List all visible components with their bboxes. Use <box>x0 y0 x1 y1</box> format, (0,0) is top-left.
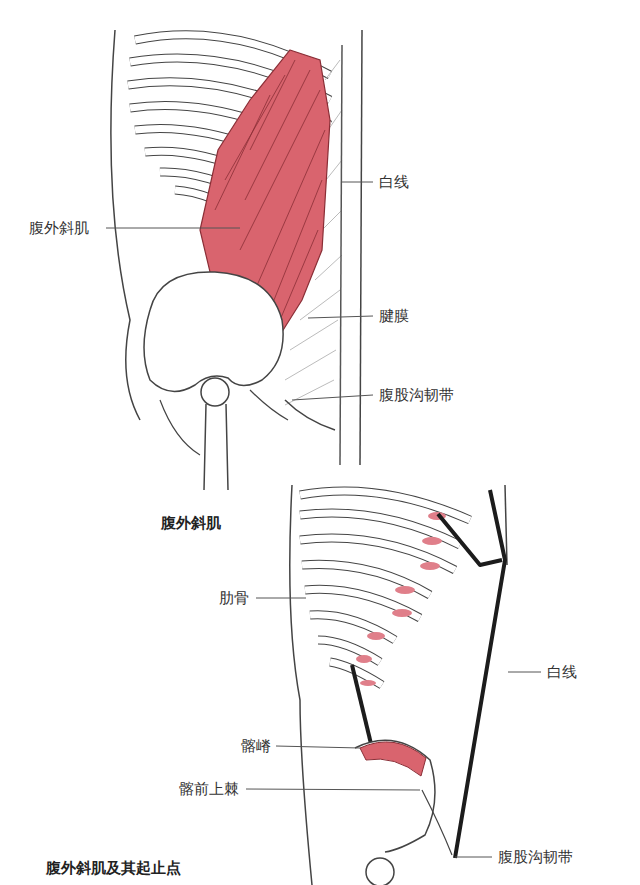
part-label: 白线 <box>546 663 578 681</box>
insertion-line <box>352 490 505 858</box>
part-label: 腱膜 <box>378 307 410 325</box>
origin-mark <box>356 512 446 686</box>
inguinal-ligament <box>422 790 452 855</box>
body-outline <box>111 30 140 420</box>
part-label: 腹外斜肌 <box>28 219 90 237</box>
figure-caption: 腹外斜肌 <box>160 514 222 532</box>
pelvis <box>355 740 435 852</box>
linea-alba <box>340 45 342 465</box>
part-label: 髂嵴 <box>240 737 272 755</box>
body-outline <box>290 485 312 885</box>
leader-line <box>246 598 541 857</box>
part-label: 白线 <box>378 173 410 191</box>
part-label: 腹股沟韧带 <box>378 386 455 404</box>
inguinal-ligament <box>285 400 335 430</box>
part-label: 腹股沟韧带 <box>497 848 574 866</box>
body-outline <box>360 30 362 465</box>
femur-head <box>366 858 394 885</box>
part-label: 肋骨 <box>218 589 250 607</box>
leader-line <box>106 182 373 400</box>
pelvis <box>144 272 283 392</box>
iliac-crest <box>360 742 426 776</box>
figure-caption: 腹外斜肌及其起止点 <box>45 859 182 877</box>
femur-head <box>201 378 229 406</box>
part-label: 髂前上棘 <box>178 780 240 798</box>
femur <box>204 404 228 490</box>
